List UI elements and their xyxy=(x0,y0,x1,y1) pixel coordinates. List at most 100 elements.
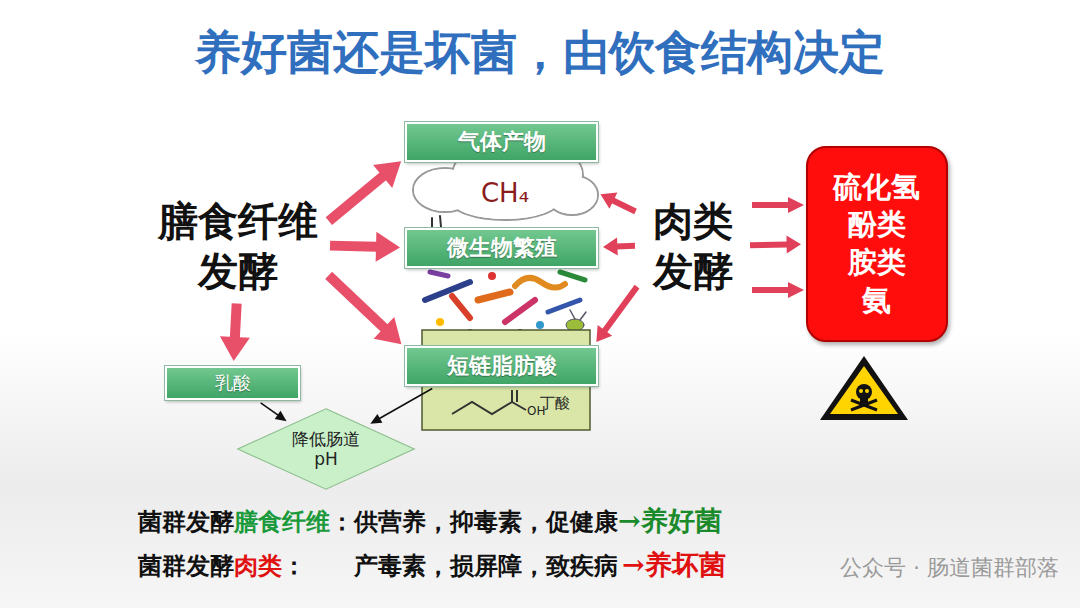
acid-panel-part xyxy=(452,402,512,414)
warning-sign-part xyxy=(820,356,908,420)
text-group: 乳酸 xyxy=(215,372,251,394)
node-text: 微生物繁殖 xyxy=(447,235,557,261)
connector-line xyxy=(261,403,279,416)
meat-arrows-part xyxy=(752,287,790,293)
product-box: 短链脂肪酸 xyxy=(405,346,598,386)
process-text: 肉类 发酵 xyxy=(640,193,745,299)
meat-arrows-part xyxy=(788,197,804,213)
connector-arrow xyxy=(329,161,401,221)
bacteria-illustration-part xyxy=(515,278,565,288)
warning-sign-part xyxy=(860,398,868,403)
bacteria-illustration-part xyxy=(430,272,448,276)
node-text: 降低肠道 pH xyxy=(289,429,362,470)
connector-arrow xyxy=(261,403,287,421)
caption-text: 菌群发酵 xyxy=(138,506,234,538)
arrow-head xyxy=(374,317,402,344)
warning-sign-part xyxy=(859,389,863,393)
product-box: 微生物繁殖 xyxy=(405,228,598,268)
arrow-head xyxy=(370,414,382,424)
meat-arrows-part xyxy=(752,202,790,208)
warning-sign-part xyxy=(865,389,869,393)
warning-sign xyxy=(820,356,908,420)
caption-text: 菌群发酵 xyxy=(138,550,234,582)
warning-sign-part xyxy=(830,366,898,414)
connector-arrow xyxy=(330,232,400,262)
bacteria-illustration-part xyxy=(440,216,441,227)
diamond-shape xyxy=(238,409,414,489)
connector-line xyxy=(235,303,237,338)
caption-text: 肉类 xyxy=(234,550,282,582)
diagram-title: 养好菌还是坏菌，由饮食结构决定 xyxy=(0,22,1080,84)
text-group: 气体产物 xyxy=(458,129,546,155)
connector-arrow xyxy=(750,236,801,254)
toxin-box: 硫化氢 酚类 胺类 氨 xyxy=(806,146,948,342)
warning-sign-part xyxy=(851,400,877,410)
node-text: 气体产物 xyxy=(458,129,546,155)
caption-text: 膳食纤维 xyxy=(234,506,330,538)
bacteria-illustration-part xyxy=(431,218,433,228)
chemical-label: OH xyxy=(527,404,545,418)
connector-arrow xyxy=(600,193,635,212)
connector-line xyxy=(329,275,385,328)
arrow-head xyxy=(376,232,400,262)
arrow-head xyxy=(596,325,612,342)
caption-text: ：供营养，抑毒素，促健康 xyxy=(330,506,618,538)
bacteria-illustration-part xyxy=(570,310,575,319)
arrow-head xyxy=(600,193,617,209)
text-group: 肉类 发酵 xyxy=(649,196,737,296)
connector-arrow xyxy=(370,388,432,423)
bacteria-illustration-part xyxy=(425,282,470,300)
node-text: 肉类 发酵 xyxy=(649,196,737,296)
text-group: 降低肠道 pH xyxy=(289,429,362,470)
bacteria-illustration-part xyxy=(436,318,444,326)
warning-sign-part xyxy=(856,384,872,400)
connector-line xyxy=(750,242,788,249)
bacteria-illustration-part xyxy=(452,296,470,318)
node-text: 乳酸 xyxy=(215,372,251,394)
connector-line xyxy=(604,287,637,332)
product-box: 乳酸 xyxy=(165,366,300,400)
connector-arrow xyxy=(596,287,637,342)
bacteria-illustration-part xyxy=(536,321,544,329)
meat-arrows-part xyxy=(788,282,804,298)
connector-line xyxy=(616,243,635,250)
bacteria-illustration-part xyxy=(505,300,535,322)
decision-diamond: 降低肠道 pH xyxy=(236,408,416,490)
text-group: 短链脂肪酸 xyxy=(447,353,557,379)
arrow-head xyxy=(220,336,250,361)
process-text: 膳食纤维 发酵 xyxy=(150,193,325,299)
arrow-head xyxy=(373,161,401,188)
text-group: 微生物繁殖 xyxy=(447,235,557,261)
connector-arrow xyxy=(603,237,635,255)
connector-arrow xyxy=(329,275,402,344)
connector-arrow xyxy=(220,303,250,361)
text-group: 硫化氢 酚类 胺类 氨 xyxy=(831,169,924,320)
arrow-head xyxy=(275,411,287,421)
bacteria-illustration-part xyxy=(560,272,585,280)
acid-panel-part xyxy=(511,390,513,402)
connector-line xyxy=(330,246,377,247)
text-group: CH₄ xyxy=(481,160,529,208)
text-group: 膳食纤维 发酵 xyxy=(154,196,322,296)
caption-text: 产毒素，损屏障，致疾病 xyxy=(354,550,618,582)
caption-text: ： xyxy=(282,550,306,582)
connector-line xyxy=(329,176,384,221)
node-text: 膳食纤维 发酵 xyxy=(154,196,322,296)
bacteria-illustration-part xyxy=(548,300,580,312)
acid-panel-part xyxy=(516,390,518,402)
summary-line: 菌群发酵膳食纤维：供营养，抑毒素，促健康→养好菌 xyxy=(138,503,722,539)
caption-text: →养坏菌 xyxy=(622,547,726,583)
arrow-head xyxy=(786,236,801,254)
warning-sign-part xyxy=(851,400,877,410)
bacteria-illustration-part xyxy=(580,312,586,320)
node-text: 短链脂肪酸 xyxy=(447,353,557,379)
node-text: 硫化氢 酚类 胺类 氨 xyxy=(831,169,924,320)
bacteria-illustration-part xyxy=(478,292,510,300)
summary-line: 菌群发酵肉类： 产毒素，损屏障，致疾病→养坏菌 xyxy=(138,547,726,583)
acid-panel-part xyxy=(512,402,526,410)
connector-line xyxy=(613,200,636,211)
bacteria-illustration-part xyxy=(566,319,584,331)
caption-text: →养好菌 xyxy=(618,503,722,539)
product-box: 气体产物 xyxy=(405,122,598,162)
